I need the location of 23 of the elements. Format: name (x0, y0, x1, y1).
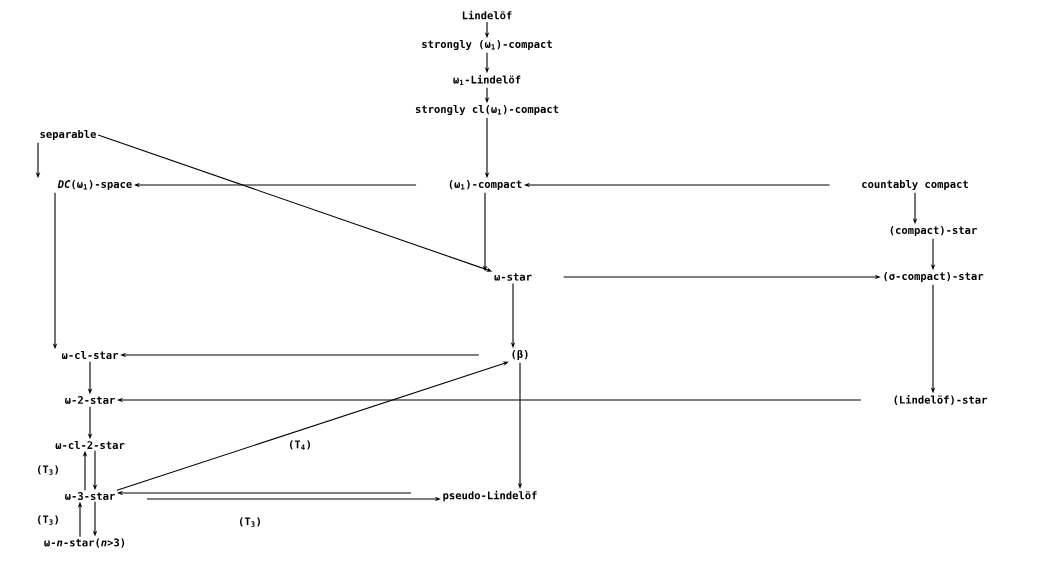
property-label: strongly (ω$_{1}$)-compact (422, 39, 552, 51)
property-label: ω-star (494, 273, 532, 281)
property-label: (ω$_{1}$)-compact (449, 179, 522, 191)
property-label: countably compact (862, 179, 968, 191)
property-label: separable (40, 129, 96, 141)
property-label: (β) (512, 349, 528, 361)
property-label: ω-3-star (65, 492, 115, 500)
property-label: (Lindelöf)-star (894, 395, 987, 405)
edge-label: (T$_{3}$) (237, 516, 263, 528)
edge-label: (T$_{3}$) (35, 464, 61, 476)
edge-label: (T$_{4}$) (287, 439, 313, 451)
property-label: DC(ω$_{1}$)-space (57, 179, 132, 191)
property-label: ω-2-star (65, 396, 115, 404)
property-label: ω-cl-star (61, 350, 118, 360)
property-label: pseudo-Lindelöf (443, 490, 537, 502)
property-label: strongly cl(ω$_{1}$)-compact (415, 104, 559, 116)
property-label: (compact)-star (890, 225, 977, 237)
edge-label: (T$_{3}$) (35, 514, 61, 526)
property-label: ω-n-star(n>3) (44, 538, 125, 548)
property-label: (σ-compact)-star (884, 271, 984, 283)
property-label: ω$_{1}$-Lindelöf (453, 74, 521, 86)
property-label: ω-cl-2-star (55, 440, 125, 450)
property-label: Lindelöf (462, 10, 512, 20)
